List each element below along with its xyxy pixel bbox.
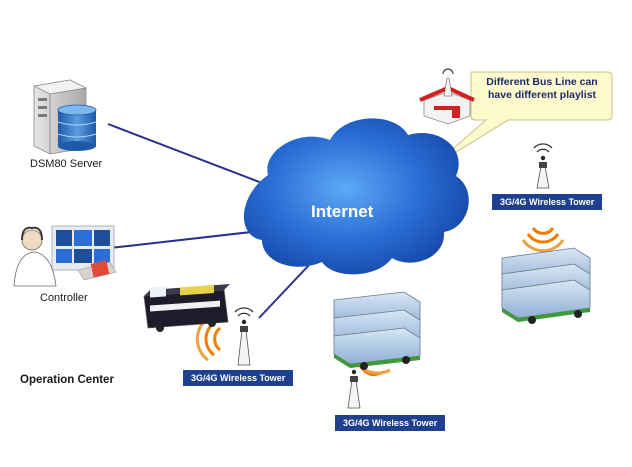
bus-group-center-icon: [333, 291, 421, 370]
controller-icon: [13, 225, 117, 287]
tower-label-1: 3G/4G Wireless Tower: [183, 370, 294, 386]
link-server-internet: [107, 123, 263, 184]
tower-label-3: 3G/4G Wireless Tower: [492, 194, 603, 210]
signal-waves-3: [521, 227, 565, 253]
callout-bubble: [431, 71, 613, 168]
server-icon: [32, 79, 97, 155]
double-decker-bus-icon: [143, 284, 230, 332]
bus-group-right-icon: [501, 247, 591, 324]
callout-text: Different Bus Line can have different pl…: [475, 76, 609, 102]
server-label: DSM80 Server: [30, 158, 103, 170]
controller-label: Controller: [40, 292, 88, 304]
network-links: [107, 123, 311, 319]
callout-line-1: Different Bus Line can: [486, 76, 598, 88]
internet-cloud: [243, 118, 469, 275]
callout-line-2: have different playlist: [488, 89, 596, 101]
tower-1-icon: [234, 307, 254, 366]
link-controller-internet: [109, 230, 261, 249]
bus-station-icon: [419, 68, 475, 125]
link-tower-internet: [258, 263, 311, 319]
operation-center-label: Operation Center: [20, 374, 114, 386]
tower-label-2: 3G/4G Wireless Tower: [335, 415, 446, 431]
internet-label: Internet: [311, 202, 374, 221]
tower-3-icon: [533, 143, 553, 189]
